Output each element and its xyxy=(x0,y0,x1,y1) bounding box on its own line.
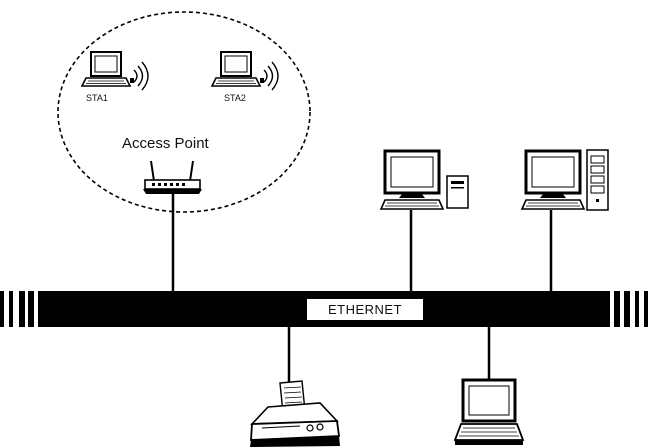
ethernet-label: ETHERNET xyxy=(328,302,402,317)
access-point-label: Access Point xyxy=(122,135,210,152)
desktop-computer-1-icon xyxy=(381,151,468,209)
sta1-laptop-icon xyxy=(82,52,148,90)
sta2-label: STA2 xyxy=(224,93,246,103)
laptop-icon xyxy=(455,380,523,445)
access-point-router-icon xyxy=(143,161,202,194)
desktop-computer-2-icon xyxy=(522,150,608,210)
printer-icon xyxy=(250,381,340,447)
sta2-laptop-icon xyxy=(212,52,278,90)
sta1-label: STA1 xyxy=(86,93,108,103)
